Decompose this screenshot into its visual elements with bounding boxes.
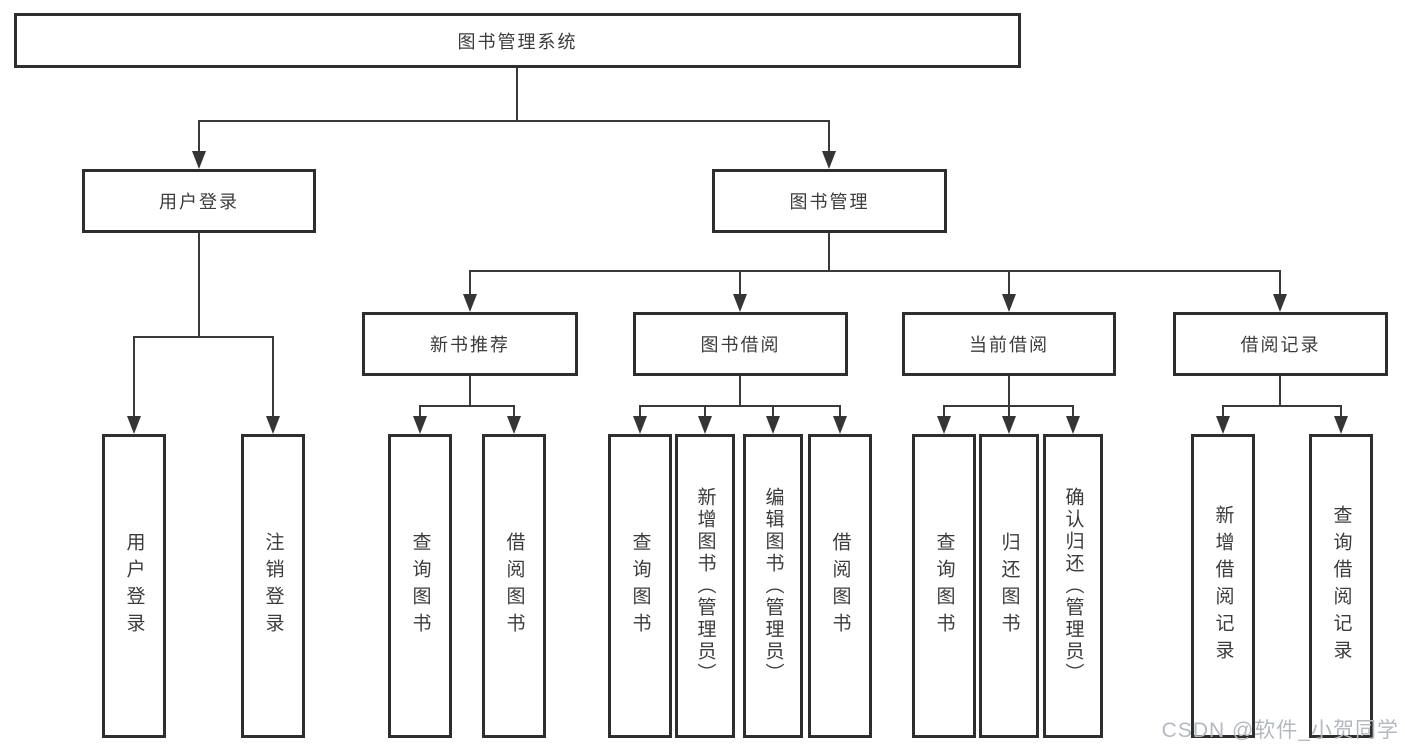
node-current-borrowing: 当前借阅 [902, 312, 1116, 376]
leaf-user-login: 用户登录 [102, 434, 166, 738]
node-new-book-recommend: 新书推荐 [362, 312, 578, 376]
node-label: 用户登录 [159, 192, 239, 212]
node-label: 归还图书 [998, 532, 1020, 640]
connector-drop-new-book [469, 272, 471, 296]
node-label: 用户登录 [123, 532, 145, 640]
connector-drop-leaf [943, 407, 945, 418]
node-label: 借阅图书 [829, 532, 851, 640]
node-label: 查询图书 [629, 532, 651, 640]
connector-drop-leaf [704, 407, 706, 418]
connector-current-borrow-stem [1008, 376, 1010, 406]
csdn-watermark: CSDN @软件_小贺同学 [1161, 719, 1399, 742]
node-book-borrowing: 图书借阅 [633, 312, 848, 376]
connector-drop-leaf [772, 407, 774, 418]
arrow-down-icon [1273, 294, 1287, 312]
node-label: 借阅记录 [1240, 335, 1321, 355]
node-label: 确认归还（管理员） [1062, 487, 1084, 685]
connector-user-login-stem [198, 233, 200, 337]
connector-book-mgmt-branch [469, 270, 1281, 272]
arrow-down-icon [1002, 416, 1016, 434]
connector-drop-leaf [419, 407, 421, 418]
connector-drop-leaf [1072, 407, 1074, 418]
node-label: 借阅图书 [503, 532, 525, 640]
node-label: 查询图书 [933, 532, 955, 640]
leaf-confirm-return-admin: 确认归还（管理员） [1043, 434, 1103, 738]
node-label: 查询图书 [409, 532, 431, 640]
connector-drop-current-borrow [1008, 272, 1010, 296]
node-borrowing-records: 借阅记录 [1173, 312, 1388, 376]
arrow-down-icon [833, 416, 847, 434]
leaf-add-borrow-record: 新增借阅记录 [1191, 434, 1255, 738]
leaf-borrow-books-recommend: 借阅图书 [482, 434, 546, 738]
connector-drop-logout-leaf [272, 338, 274, 418]
arrow-down-icon [463, 294, 477, 312]
node-label: 图书管理系统 [457, 31, 578, 52]
arrow-down-icon [127, 416, 141, 434]
node-user-login: 用户登录 [82, 169, 316, 233]
node-label: 查询借阅记录 [1330, 505, 1352, 667]
leaf-add-books-admin: 新增图书（管理员） [675, 434, 735, 738]
node-library-management-system: 图书管理系统 [14, 13, 1021, 68]
leaf-query-borrow-record: 查询借阅记录 [1309, 434, 1373, 738]
connector-drop-login-leaf [133, 338, 135, 418]
arrow-down-icon [266, 416, 280, 434]
connector-drop-borrow-records [1279, 272, 1281, 296]
connector-drop-leaf [1222, 407, 1224, 418]
connector-drop-leaf [513, 407, 515, 418]
leaf-return-books: 归还图书 [979, 434, 1039, 738]
connector-root-stem [516, 68, 518, 120]
connector-drop-leaf [1008, 407, 1010, 418]
leaf-query-books-recommend: 查询图书 [388, 434, 452, 738]
arrow-down-icon [507, 416, 521, 434]
node-label: 新增图书（管理员） [694, 487, 716, 685]
arrow-down-icon [1002, 294, 1016, 312]
leaf-borrow-books: 借阅图书 [808, 434, 872, 738]
connector-book-borrow-stem [739, 376, 741, 406]
node-label: 图书管理 [789, 192, 870, 212]
connector-drop-user-login [198, 122, 200, 155]
leaf-edit-books-admin: 编辑图书（管理员） [743, 434, 803, 738]
connector-borrow-records-stem [1279, 376, 1281, 406]
arrow-down-icon [1216, 416, 1230, 434]
connector-book-mgmt-stem [828, 233, 830, 271]
node-book-management: 图书管理 [712, 169, 947, 233]
connector-new-book-stem [469, 376, 471, 406]
arrow-down-icon [766, 416, 780, 434]
node-label: 新书推荐 [430, 335, 510, 355]
arrow-down-icon [413, 416, 427, 434]
node-label: 注销登录 [262, 532, 284, 640]
connector-drop-leaf [639, 407, 641, 418]
connector-drop-book-borrow [739, 272, 741, 296]
connector-book-borrow-branch [639, 405, 841, 407]
leaf-query-books-current: 查询图书 [912, 434, 976, 738]
connector-drop-book-mgmt [828, 122, 830, 155]
connector-current-borrow-branch [943, 405, 1074, 407]
connector-user-login-branch [133, 336, 274, 338]
arrow-down-icon [1334, 416, 1348, 434]
connector-new-book-branch [419, 405, 515, 407]
arrow-down-icon [633, 416, 647, 434]
arrow-down-icon [822, 151, 836, 169]
leaf-query-books-borrowing: 查询图书 [608, 434, 672, 738]
arrow-down-icon [937, 416, 951, 434]
connector-root-branch [198, 120, 830, 122]
node-label: 新增借阅记录 [1212, 505, 1234, 667]
connector-drop-leaf [1340, 407, 1342, 418]
connector-drop-leaf [839, 407, 841, 418]
arrow-down-icon [192, 151, 206, 169]
arrow-down-icon [698, 416, 712, 434]
leaf-logout: 注销登录 [241, 434, 305, 738]
node-label: 当前借阅 [969, 335, 1049, 355]
node-label: 编辑图书（管理员） [762, 487, 784, 685]
arrow-down-icon [1066, 416, 1080, 434]
arrow-down-icon [733, 294, 747, 312]
connector-borrow-records-branch [1222, 405, 1342, 407]
node-label: 图书借阅 [700, 335, 781, 355]
